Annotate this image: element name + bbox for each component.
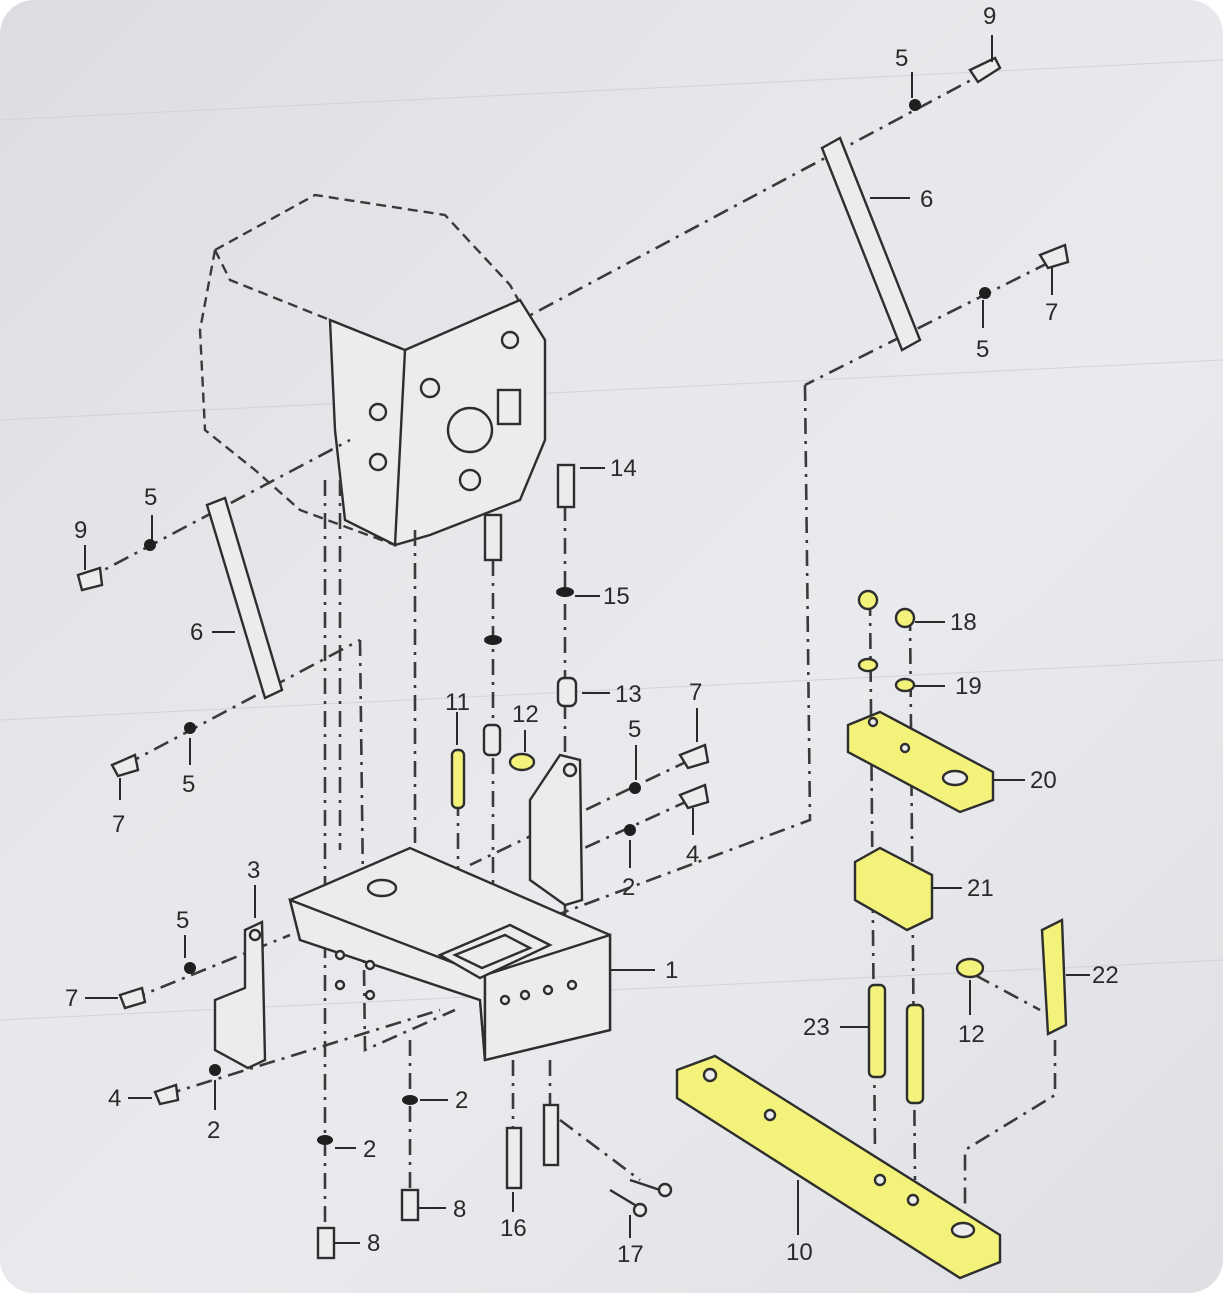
callout-8-left: 8 xyxy=(367,1230,380,1257)
washers xyxy=(144,99,991,1145)
callout-18: 18 xyxy=(950,609,977,636)
callout-12-right: 12 xyxy=(958,1021,985,1048)
callout-10: 10 xyxy=(786,1239,813,1266)
side-brackets xyxy=(213,753,584,1070)
callout-14: 14 xyxy=(610,455,637,482)
callout-labels: 9 5 6 7 5 14 5 9 15 6 13 7 11 12 5 7 5 4… xyxy=(65,3,1119,1268)
callout-16: 16 xyxy=(500,1215,527,1242)
callout-7-right: 7 xyxy=(1045,299,1058,326)
callout-5-lower-left: 5 xyxy=(182,771,195,798)
callout-5-left: 5 xyxy=(144,484,157,511)
callout-3: 3 xyxy=(247,857,260,884)
callout-9-left: 9 xyxy=(74,517,87,544)
callout-6-right: 6 xyxy=(920,186,933,213)
callout-9-top: 9 xyxy=(983,3,996,30)
callout-2-mid: 2 xyxy=(622,874,635,901)
highlighted-parts xyxy=(450,589,1068,1280)
callout-13: 13 xyxy=(615,681,642,708)
callout-8-mid: 8 xyxy=(453,1196,466,1223)
callout-22: 22 xyxy=(1092,962,1119,989)
callout-2-lower-mid: 2 xyxy=(455,1087,468,1114)
callout-17: 17 xyxy=(617,1241,644,1268)
base-frame xyxy=(288,846,612,1062)
straps xyxy=(205,136,922,700)
callout-7-mid: 7 xyxy=(689,679,702,706)
callout-2-lower-left: 2 xyxy=(363,1136,376,1163)
callout-12-mid: 12 xyxy=(512,701,539,728)
callout-20: 20 xyxy=(1030,767,1057,794)
callout-5-bracket: 5 xyxy=(176,907,189,934)
callout-4-bracket: 4 xyxy=(108,1085,121,1112)
callout-2-bracket: 2 xyxy=(207,1117,220,1144)
transmission-housing xyxy=(198,193,547,547)
callout-7-bracket: 7 xyxy=(65,985,78,1012)
callout-23: 23 xyxy=(803,1014,830,1041)
callout-19: 19 xyxy=(955,673,982,700)
callout-6-left: 6 xyxy=(190,619,203,646)
callout-5-top: 5 xyxy=(895,45,908,72)
fasteners xyxy=(76,56,1070,1260)
callout-1: 1 xyxy=(665,957,678,984)
callout-21: 21 xyxy=(967,875,994,902)
paper-grid xyxy=(0,59,1223,1021)
callout-leaders xyxy=(84,35,1090,1244)
callout-11: 11 xyxy=(445,689,470,716)
callout-5-right: 5 xyxy=(976,336,989,363)
callout-4-mid: 4 xyxy=(686,841,699,868)
callout-7-left: 7 xyxy=(112,811,125,838)
callout-5-mid: 5 xyxy=(628,716,641,743)
callout-15: 15 xyxy=(603,583,630,610)
